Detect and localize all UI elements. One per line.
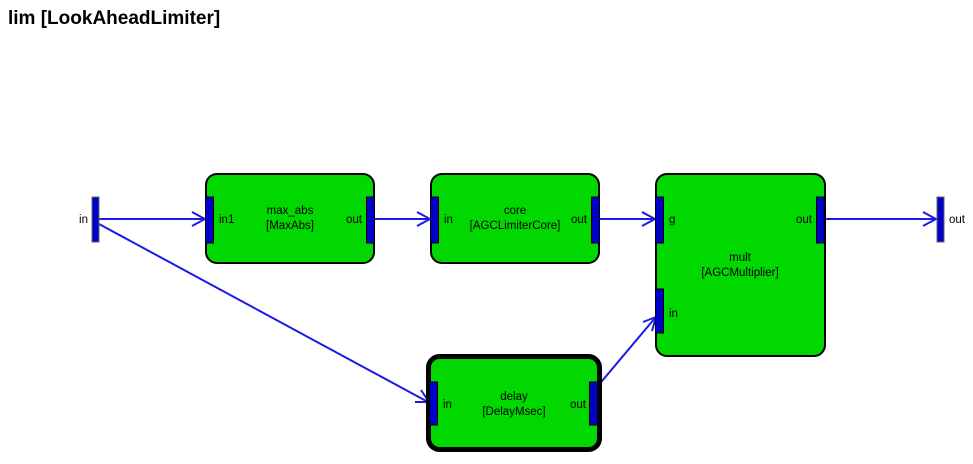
block-max_abs-name: max_abs — [267, 205, 314, 217]
terminal-input: in — [79, 196, 100, 243]
terminal-input-label: in — [79, 214, 88, 226]
block-core: in out core [AGCLimiterCore] — [430, 173, 600, 264]
port-delay-out[interactable] — [589, 381, 598, 426]
wire-in-to-delay[interactable] — [98, 223, 429, 403]
block-core-type: [AGCLimiterCore] — [470, 220, 561, 232]
block-mult-name: mult — [729, 252, 752, 264]
port-max_abs-in1[interactable] — [205, 196, 214, 244]
port-max_abs-in1-label: in1 — [219, 214, 234, 226]
port-delay-in-label: in — [443, 399, 452, 411]
block-mult: g in out mult [AGCMultiplier] — [655, 173, 826, 357]
port-mult-in-label: in — [669, 308, 678, 320]
port-max_abs-out-label: out — [346, 214, 363, 226]
block-mult-type: [AGCMultiplier] — [701, 267, 778, 279]
port-mult-in[interactable] — [655, 288, 664, 334]
wire-delay-to-mult-in[interactable] — [596, 317, 656, 388]
port-delay-in[interactable] — [429, 381, 438, 426]
port-delay-out-label: out — [570, 399, 587, 411]
block-delay-name: delay — [500, 391, 528, 403]
port-mult-g[interactable] — [655, 196, 664, 244]
block-max_abs-type: [MaxAbs] — [266, 220, 314, 232]
port-max_abs-out[interactable] — [366, 196, 375, 244]
terminal-output-label: out — [949, 214, 966, 226]
port-mult-out-label: out — [796, 214, 813, 226]
port-core-out-label: out — [571, 214, 588, 226]
terminal-output-bar[interactable] — [936, 196, 945, 243]
wires — [98, 211, 939, 403]
block-delay-type: [DelayMsec] — [482, 406, 545, 418]
terminal-output: out — [936, 196, 966, 243]
port-core-in[interactable] — [430, 196, 439, 244]
port-core-in-label: in — [444, 214, 453, 226]
block-delay: in out delay [DelayMsec] — [426, 354, 602, 452]
block-delay-body[interactable] — [426, 354, 602, 452]
port-mult-out[interactable] — [816, 196, 825, 244]
terminal-input-bar[interactable] — [91, 196, 100, 243]
port-core-out[interactable] — [591, 196, 600, 244]
diagram-title: lim [LookAheadLimiter] — [8, 8, 220, 29]
block-mult-body[interactable] — [655, 173, 826, 357]
block-core-name: core — [504, 205, 526, 217]
block-max_abs: in1 out max_abs [MaxAbs] — [205, 173, 375, 264]
arrowhead-icon — [922, 211, 939, 227]
port-mult-g-label: g — [669, 214, 675, 226]
